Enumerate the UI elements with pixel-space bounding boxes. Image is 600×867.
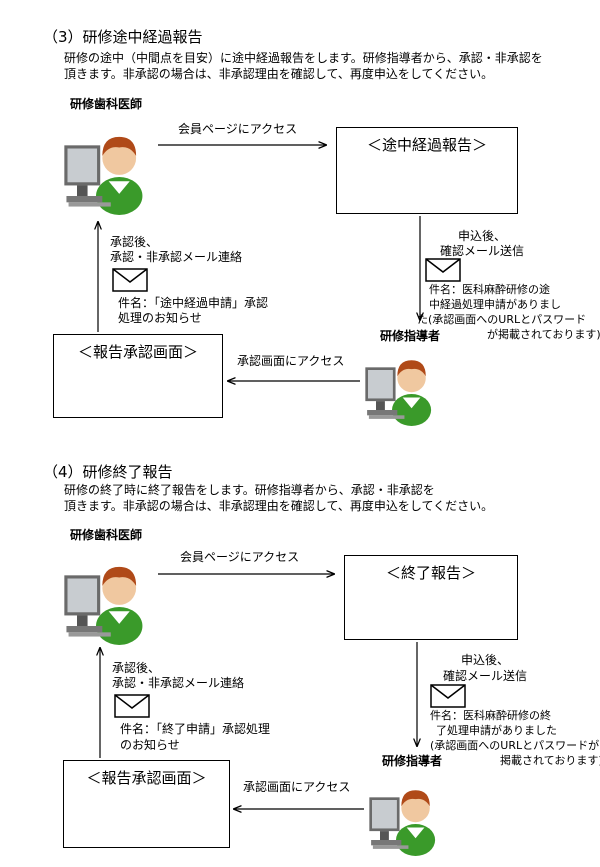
mail-line: が掲載されております) [487,328,600,341]
interim-report-box: ＜途中経過報告＞ [336,127,518,214]
confirmation-mail-text: 件名：医科麻酔研修の終 了処理申請がありました (承認画面へのURLとパスワード… [430,708,600,768]
confirmation-mail-text: 件名：医科麻酔研修の途 中経過処理申請がありまし た(承認画面へのURLとパスワ… [417,282,600,342]
mail-line: 件名：医科麻酔研修の途 [429,283,550,296]
mail-line: 掲載されております) [500,754,600,767]
section-title: （4）研修終了報告 [43,463,173,481]
supervisor-label: 研修指導者 [382,754,443,768]
mail-line: 件名：医科麻酔研修の終 [430,709,551,722]
description-line: 研修の途中（中間点を目安）に途中経過報告をします。研修指導者から、承認・非承認を [64,51,543,65]
box-title: ＜終了報告＞ [385,564,476,582]
approval-screen-box: ＜報告承認画面＞ [53,334,223,418]
trainee-label: 研修歯科医師 [70,528,143,542]
mail-line: た(承認画面へのURLとパスワード [417,313,587,326]
section-title: （3）研修途中経過報告 [43,28,203,46]
notice-line: 件名：「終了申請」承認処理 [120,722,271,736]
access-member-label: 会員ページにアクセス [178,122,298,136]
mail-line: 中経過処理申請がありまし [429,298,561,311]
box-title: ＜報告承認画面＞ [77,343,198,361]
final-report-box: ＜終了報告＞ [344,555,518,640]
description-line: 研修の終了時に終了報告をします。研修指導者から、承認・非承認を [64,483,435,497]
mail-line: 了処理申請がありました [436,724,557,737]
apply-line: 申込後、 [461,653,510,667]
description-line: 頂きます。非承認の場合は、非承認理由を確認して、再度申込をしてください。 [64,67,494,81]
after-approval-line: 承認・非承認メール連絡 [110,250,243,264]
access-approval-label: 承認画面にアクセス [243,780,351,794]
notice-line: 処理のお知らせ [118,311,202,325]
supervisor-label: 研修指導者 [380,329,441,343]
access-approval-label: 承認画面にアクセス [237,354,345,368]
apply-line: 確認メール送信 [443,669,528,683]
access-member-label: 会員ページにアクセス [180,550,300,564]
after-approval-line: 承認後、 [112,661,161,675]
after-approval-line: 承認・非承認メール連絡 [112,676,245,690]
apply-line: 申込後、 [458,229,507,243]
notice-line: 件名：「途中経過申請」承認 [118,296,269,310]
notice-line: のお知らせ [120,738,180,752]
section-description: 研修の終了時に終了報告をします。研修指導者から、承認・非承認を 頂きます。非承認… [64,482,600,514]
section-description: 研修の途中（中間点を目安）に途中経過報告をします。研修指導者から、承認・非承認を… [64,50,600,82]
box-title: ＜報告承認画面＞ [86,769,207,787]
apply-line: 確認メール送信 [440,244,525,258]
mail-line: (承認画面へのURLとパスワードが [430,739,600,752]
after-approval-line: 承認後、 [110,235,159,249]
description-line: 頂きます。非承認の場合は、非承認理由を確認して、再度申込をしてください。 [64,499,494,513]
trainee-label: 研修歯科医師 [70,97,143,111]
box-title: ＜途中経過報告＞ [366,136,487,154]
approval-screen-box: ＜報告承認画面＞ [63,760,230,848]
